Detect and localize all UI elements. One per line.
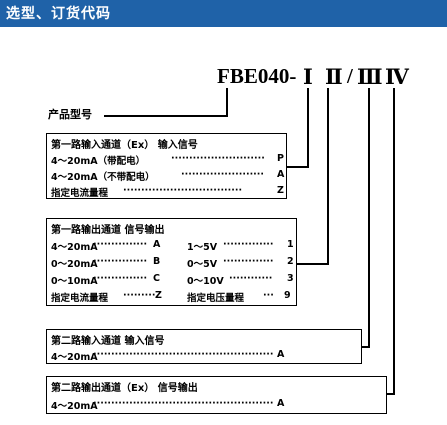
code-separator: / bbox=[347, 64, 353, 88]
section-title: 选型、订货代码 bbox=[6, 6, 111, 22]
model-prefix: FBE040- bbox=[217, 64, 297, 88]
input-ch2-title: 第二路输入通道 输入信号 bbox=[51, 336, 165, 347]
box2-leader-h bbox=[297, 263, 329, 265]
input-ch1-title: 第一路输入通道（Ex） 输入信号 bbox=[51, 140, 198, 151]
box2-leader-v bbox=[327, 88, 329, 265]
box4-leader-v bbox=[393, 88, 395, 395]
box3-leader-v bbox=[368, 88, 370, 348]
box3-leader-h bbox=[362, 346, 370, 348]
input-ch2-box: 第二路输入通道 输入信号 4～20mA ····················… bbox=[46, 329, 362, 364]
section-header: 选型、订货代码 bbox=[0, 0, 447, 27]
output-ch2-box: 第二路输出通道（Ex） 信号输出 4～20mA ················… bbox=[46, 376, 387, 414]
output-ch1-box: 第一路输出通道 信号输出 4～20mA ··············· A 1～… bbox=[46, 218, 297, 306]
product-model-label: 产品型号 bbox=[48, 108, 92, 121]
box1-leader-v bbox=[307, 88, 309, 168]
product-leader-v bbox=[226, 88, 228, 117]
code-segment-1: Ⅰ bbox=[303, 65, 313, 89]
box4-leader-h bbox=[387, 393, 395, 395]
input-ch1-box: 第一路输入通道（Ex） 输入信号 4～20mA（带配电） ···········… bbox=[46, 133, 287, 199]
code-segment-4: Ⅳ bbox=[385, 65, 409, 89]
code-segment-3: Ⅲ bbox=[357, 65, 383, 89]
output-ch1-title: 第一路输出通道 信号输出 bbox=[51, 225, 165, 236]
box1-leader-h bbox=[287, 166, 309, 168]
product-leader-h bbox=[104, 115, 228, 117]
code-segment-2: Ⅱ bbox=[325, 65, 343, 89]
output-ch2-title: 第二路输出通道（Ex） 信号输出 bbox=[51, 383, 198, 394]
